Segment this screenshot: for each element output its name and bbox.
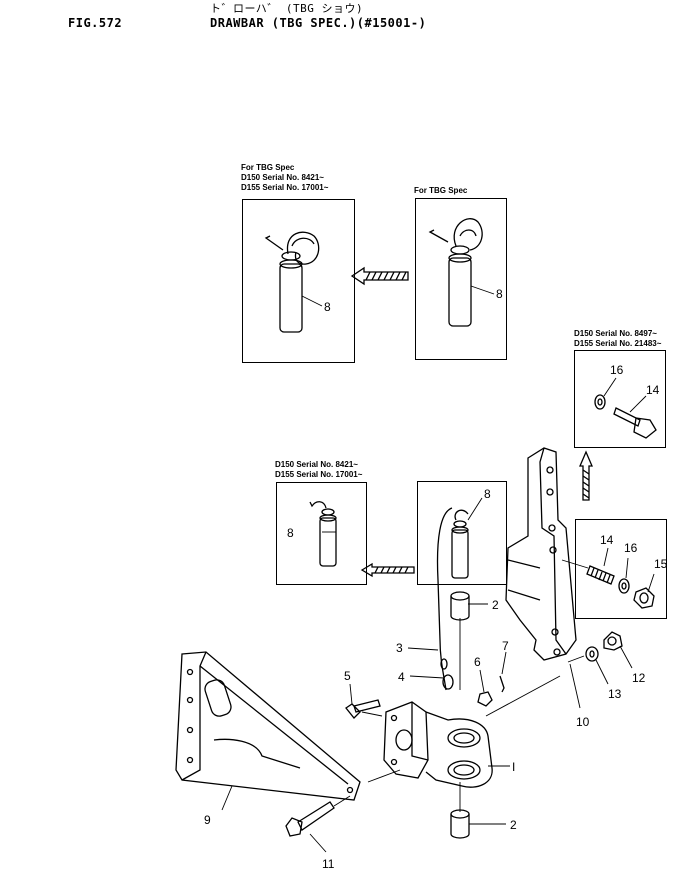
part-label-4: 4 — [398, 670, 405, 684]
part-label-13: 13 — [608, 687, 622, 701]
nut-icon — [477, 691, 493, 707]
note-line: D155 Serial No. 21483~ — [574, 339, 662, 348]
part-label-14: 14 — [600, 533, 614, 547]
part-label-16: 16 — [624, 541, 638, 555]
part-label-9: 9 — [204, 813, 211, 827]
part-label-1: I — [512, 760, 515, 774]
washer-icon — [594, 394, 606, 410]
part-label-14: 14 — [646, 383, 660, 397]
pin-icon — [264, 231, 320, 333]
part-label-7: 7 — [502, 639, 509, 653]
part-label-2: 2 — [492, 598, 499, 612]
part-label-2: 2 — [510, 818, 517, 832]
washer-icon — [618, 578, 630, 594]
box-pin-mid-left — [276, 482, 367, 585]
nut-icon — [633, 587, 655, 609]
figure-number: FIG.572 — [68, 16, 123, 30]
note-line: For TBG Spec — [241, 163, 295, 172]
bolt-icon — [285, 801, 335, 837]
part-label-8: 8 — [324, 300, 331, 314]
pin-icon — [309, 501, 337, 567]
part-label-11: 11 — [322, 857, 335, 871]
page-title: DRAWBAR (TBG SPEC.)(#15001-) — [210, 16, 427, 30]
arrow-left-icon — [350, 266, 409, 286]
split-pin-icon — [499, 675, 505, 693]
part-label-8: 8 — [484, 487, 491, 501]
pin-icon — [451, 509, 469, 579]
plate-icon — [175, 651, 361, 801]
assembly-lines — [333, 559, 589, 812]
bushing-icon — [450, 591, 470, 621]
note-top-left: For TBG Spec D150 Serial No. 8421~ D155 … — [241, 163, 328, 193]
note-line: D150 Serial No. 8421~ — [275, 460, 358, 469]
note-line: D150 Serial No. 8497~ — [574, 329, 657, 338]
nut-icon — [603, 631, 623, 651]
part-label-10: 10 — [576, 715, 590, 729]
pin-icon — [428, 218, 483, 327]
note-line: For TBG Spec — [414, 186, 468, 195]
box-pin-top-right — [415, 198, 507, 360]
title-japanese: ト゛ローハ゛ (TBG ショウ) — [210, 2, 364, 15]
box-pin-top-left — [242, 199, 355, 363]
note-line: D155 Serial No. 17001~ — [241, 183, 329, 192]
note-right: D150 Serial No. 8497~ D155 Serial No. 21… — [574, 329, 661, 349]
leader-lines — [221, 285, 655, 853]
washer-icon — [585, 646, 599, 662]
part-label-16: 16 — [610, 363, 624, 377]
part-label-8: 8 — [287, 526, 294, 540]
note-top-right: For TBG Spec — [414, 186, 467, 196]
hitch-clevis-icon — [383, 701, 493, 788]
part-label-3: 3 — [396, 641, 403, 655]
part-label-8: 8 — [496, 287, 503, 301]
stud-icon — [586, 565, 615, 585]
bushing-icon — [450, 809, 470, 839]
note-mid-left: D150 Serial No. 8421~ D155 Serial No. 17… — [275, 460, 362, 480]
part-label-6: 6 — [474, 655, 481, 669]
part-label-15: 15 — [654, 557, 668, 571]
bolt-icon — [345, 699, 381, 719]
part-label-12: 12 — [632, 671, 646, 685]
note-line: D155 Serial No. 17001~ — [275, 470, 363, 479]
arrow-left-icon — [360, 562, 415, 578]
bolt-icon — [613, 407, 657, 439]
part-label-5: 5 — [344, 669, 351, 683]
box-bolt-later — [574, 350, 666, 448]
arrow-up-icon — [579, 450, 593, 501]
bracket-icon — [505, 447, 577, 661]
spring-pin-icon — [436, 507, 453, 691]
note-line: D150 Serial No. 8421~ — [241, 173, 324, 182]
chain-icon — [440, 658, 454, 690]
box-pin-mid-right — [417, 481, 507, 585]
box-bolt-earlier — [575, 519, 667, 619]
